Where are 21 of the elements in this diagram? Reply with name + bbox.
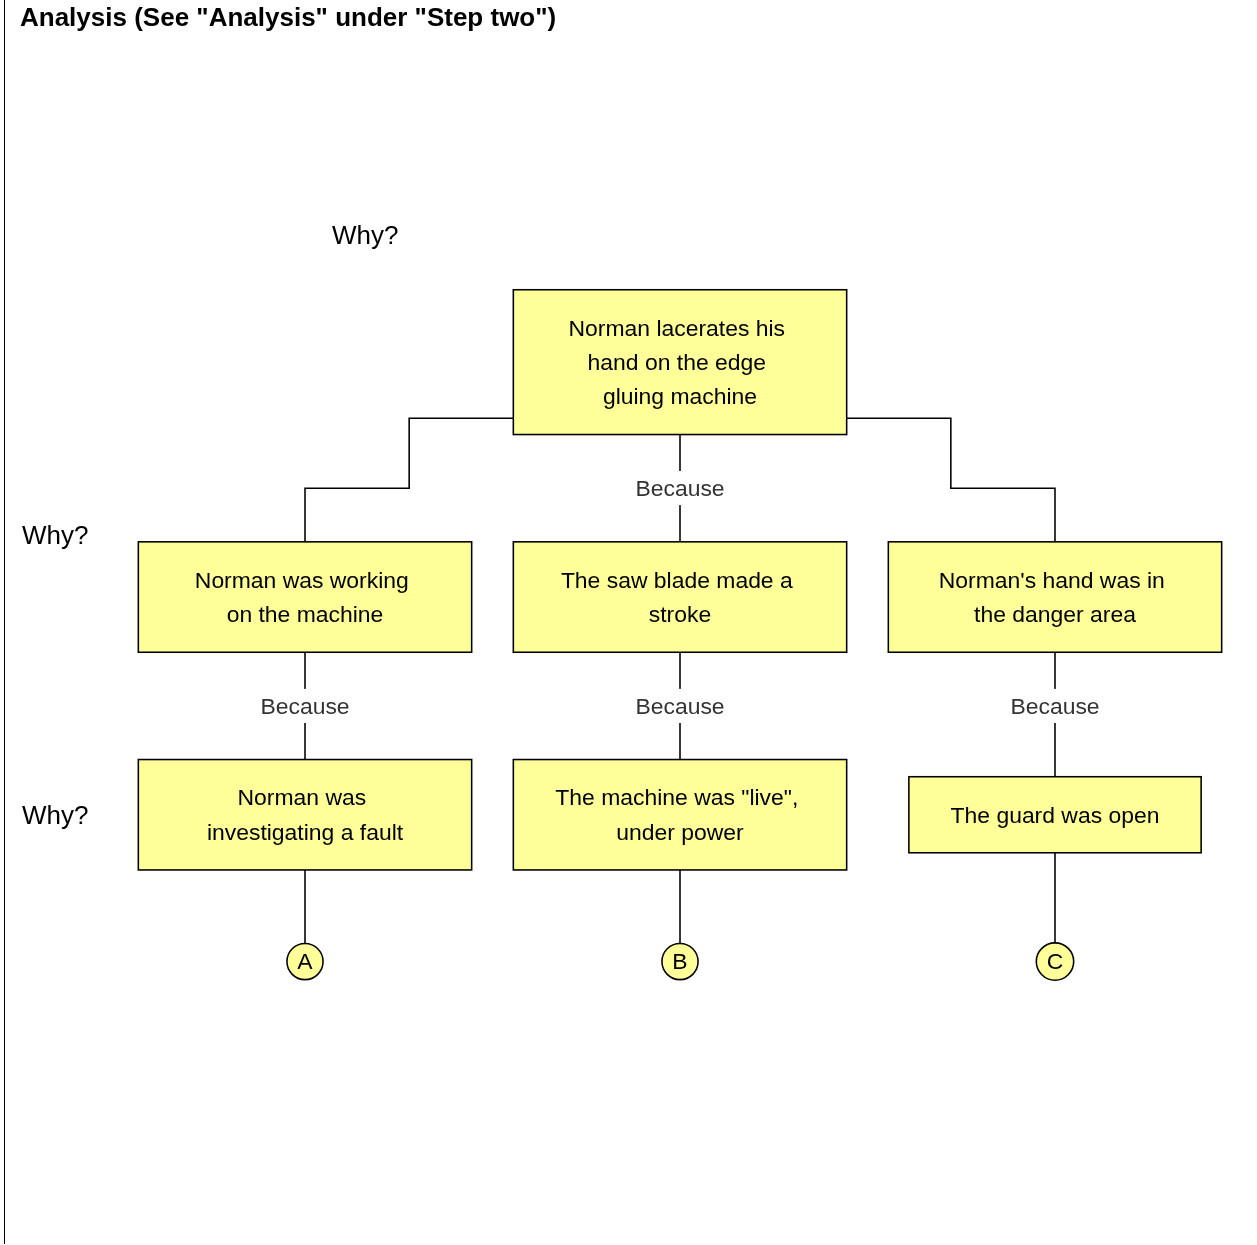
- edge-label: Because: [635, 475, 725, 502]
- node-circle: B: [661, 942, 699, 981]
- node-box: The machine was "live", under power: [512, 758, 848, 871]
- edge-label: Because: [635, 692, 725, 719]
- connector: [304, 869, 306, 945]
- node-circle: A: [286, 942, 324, 981]
- node-circle: C: [1035, 942, 1075, 982]
- edge-label: Because: [1010, 692, 1100, 719]
- node-box: Norman lacerates his hand on the edge gluing machine: [512, 288, 848, 436]
- node-box: The guard was open: [908, 775, 1202, 854]
- diagram-title: Analysis (See "Analysis" under "Step two"): [20, 2, 557, 33]
- node-box: Norman's hand was in the danger area: [887, 541, 1223, 653]
- node-box: Norman was investigating a fault: [137, 758, 473, 871]
- connector: [679, 869, 681, 945]
- edge-label: Because: [260, 692, 350, 719]
- node-box: The saw blade made a stroke: [512, 541, 848, 653]
- row-label: Why?: [22, 520, 89, 551]
- row-label: Why?: [332, 220, 399, 251]
- connector: [1054, 852, 1056, 944]
- node-box: Norman was working on the machine: [137, 541, 473, 653]
- row-label: Why?: [22, 800, 89, 831]
